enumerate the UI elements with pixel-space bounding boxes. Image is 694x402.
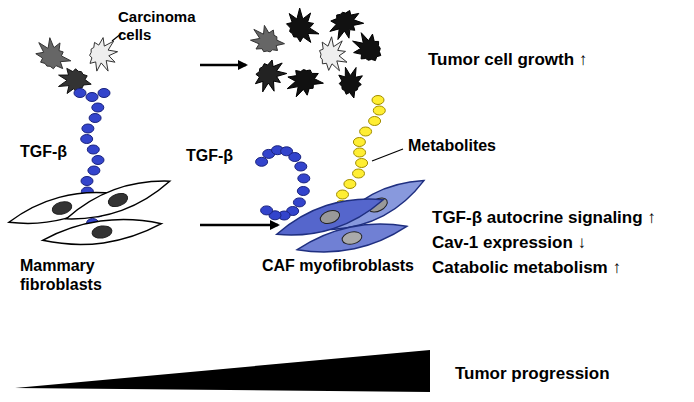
cell-nucleus [107,191,130,209]
tgf-beta-dot [298,174,310,183]
tgf-beta-dot [74,89,86,98]
carcinoma-cell [36,38,71,69]
metabolite-dot [353,169,365,178]
progression-wedge [15,350,430,392]
carcinoma-cell [320,37,348,71]
carcinoma-cell [255,60,286,92]
fibroblast-cell [295,216,409,261]
tgf-beta-dot [295,162,307,171]
metabolite-dot [356,159,368,168]
effect-text: Catabolic metabolism ↑ [432,258,621,278]
tgf-beta-dot [293,198,305,207]
tgf-beta-dot [86,93,98,102]
progress-arrow [200,64,246,67]
carcinoma-cell [353,33,381,61]
cell-nucleus [341,230,363,246]
effect-text: Cav-1 expression ↓ [432,233,586,253]
metabolite-dot [373,106,385,115]
carcinoma-cell [330,11,364,40]
metabolite-dot [337,190,349,199]
carcinoma-cell [287,8,320,42]
metabolite-dot [353,138,365,147]
tgf-beta-label: TGF-β [20,142,67,161]
carcinoma-cell [287,70,323,97]
carcinoma-cell [59,68,92,93]
fibroblast-label: Mammary fibroblasts [20,256,135,294]
tgf-beta-dot [89,114,101,123]
tgf-beta-dot [82,124,94,133]
tgf-beta-dot [92,156,104,165]
leader-line [372,149,403,161]
metabolite-dot [344,180,356,189]
metabolites-label: Metabolites [408,136,496,155]
tgf-beta-dot [261,206,273,215]
carcinoma-cell [339,67,363,98]
cell-nucleus [91,225,112,240]
cell-nucleus [51,200,73,217]
caf-label: CAF myofibroblasts [262,256,414,275]
carcinoma-cell [90,38,118,72]
tgf-beta-dot [297,187,309,196]
tgf-beta-dot [81,177,93,186]
carcinoma-cell [251,25,285,52]
cell-nucleus [319,208,342,226]
metabolite-dot [360,127,372,136]
carcinoma-label: Carcinoma cells [118,8,208,44]
tgf-beta-dot [87,145,99,154]
fibroblast-cell [41,213,163,251]
effect-text: TGF-β autocrine signaling ↑ [432,208,656,228]
progress-arrow [200,224,278,227]
tgf-beta-dot [81,135,93,144]
tgf-beta-dot [92,103,104,112]
axis-label: Tumor progression [455,364,610,384]
metabolite-dot [369,117,381,126]
effect-text: Tumor cell growth ↑ [428,50,587,70]
tgf-beta-dot [88,166,100,175]
tgf-beta-dot [289,153,301,162]
tgf-beta-label: TGF-β [186,146,233,165]
metabolite-dot [354,148,366,157]
metabolite-dot [372,96,384,105]
tgf-beta-dot [98,89,110,98]
tgf-beta-dot [256,157,268,166]
